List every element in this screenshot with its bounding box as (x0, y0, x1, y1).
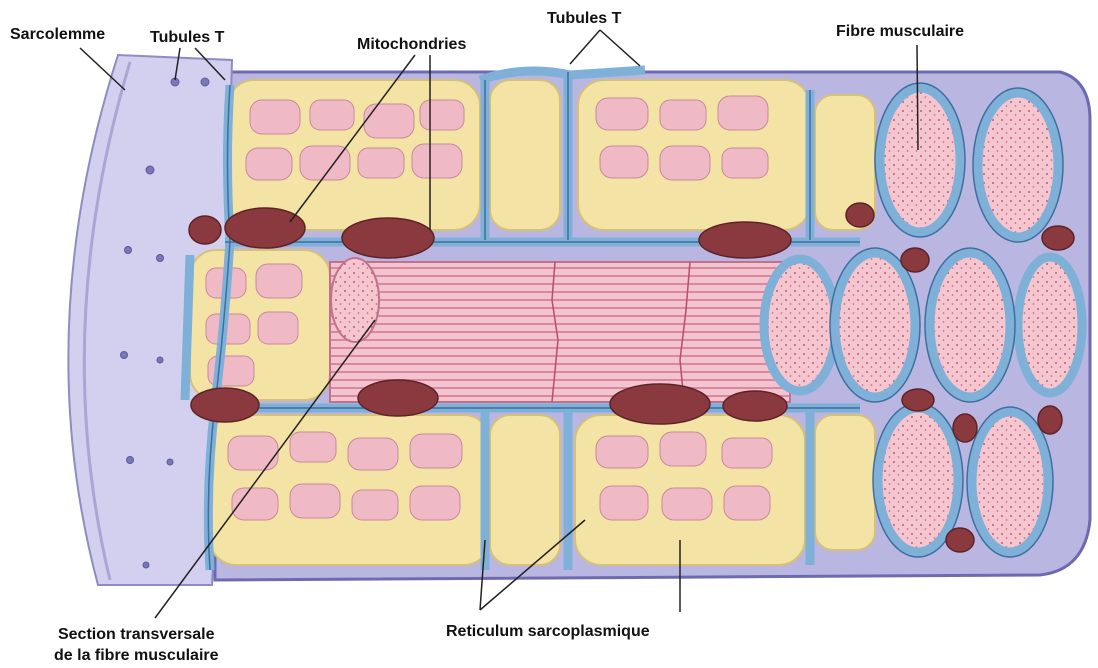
myofibril-cut-face (331, 258, 379, 342)
label-mitochondries: Mitochondries (357, 36, 466, 54)
label-reticulum: Reticulum sarcoplasmique (446, 623, 650, 641)
label-section-transversale: Section transversale de la fibre muscula… (54, 624, 219, 666)
label-tubules-t-left: Tubules T (150, 29, 224, 47)
label-tubules-t-top: Tubules T (547, 10, 621, 28)
label-fibre-musculaire: Fibre musculaire (836, 23, 964, 41)
label-section-line2: de la fibre musculaire (54, 645, 219, 666)
label-section-line1: Section transversale (54, 624, 219, 645)
label-sarcolemme: Sarcolemme (10, 26, 105, 44)
